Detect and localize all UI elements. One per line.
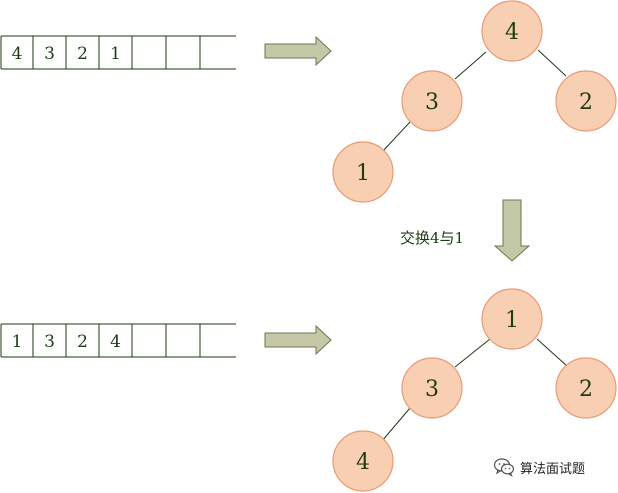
tree-node-root-label: 1	[505, 308, 519, 333]
array-after: 1 3 2 4	[0, 323, 236, 358]
array-before: 4 3 2 1	[0, 35, 236, 70]
tree-edge	[536, 338, 568, 367]
tree-node-root	[481, 0, 543, 62]
array-cell-value: 3	[44, 332, 55, 352]
tree-node-left-left	[332, 141, 394, 203]
tree-node-left-label: 3	[425, 90, 439, 115]
tree-edge	[454, 51, 487, 80]
tree-node-root	[481, 288, 543, 350]
tree-edge	[381, 407, 411, 442]
watermark-text: 算法面试题	[520, 461, 586, 477]
array-cell-value: 1	[12, 332, 23, 352]
tree-after: 1 3 2 4	[332, 288, 617, 492]
array-cell-value: 3	[44, 44, 55, 64]
tree-node-left	[401, 70, 463, 132]
tree-node-right-label: 2	[579, 90, 593, 115]
watermark: 算法面试题	[493, 456, 585, 478]
step-label: 交换4与1	[400, 229, 464, 247]
tree-node-right	[555, 357, 617, 419]
right-arrow-icon	[264, 324, 332, 356]
array-cell-value: 2	[77, 44, 88, 64]
tree-node-right	[555, 70, 617, 132]
array-cell-value: 1	[110, 44, 121, 64]
tree-before: 4 3 2 1	[332, 0, 617, 203]
tree-node-left-left-label: 1	[356, 161, 370, 186]
tree-node-left-label: 3	[425, 377, 439, 402]
down-arrow-icon	[493, 199, 531, 262]
tree-node-left-left	[332, 430, 394, 492]
tree-edge	[454, 338, 491, 368]
wechat-icon	[493, 458, 515, 477]
array-cell-value: 4	[110, 332, 121, 352]
tree-node-right-label: 2	[579, 377, 593, 402]
tree-edge	[537, 49, 567, 77]
array-cell-value: 4	[12, 44, 23, 64]
tree-node-root-label: 4	[505, 20, 519, 45]
tree-node-left	[401, 357, 463, 419]
right-arrow-icon	[264, 35, 332, 67]
tree-edge	[382, 121, 411, 152]
array-cell-value: 2	[77, 332, 88, 352]
tree-node-left-left-label: 4	[356, 450, 370, 475]
